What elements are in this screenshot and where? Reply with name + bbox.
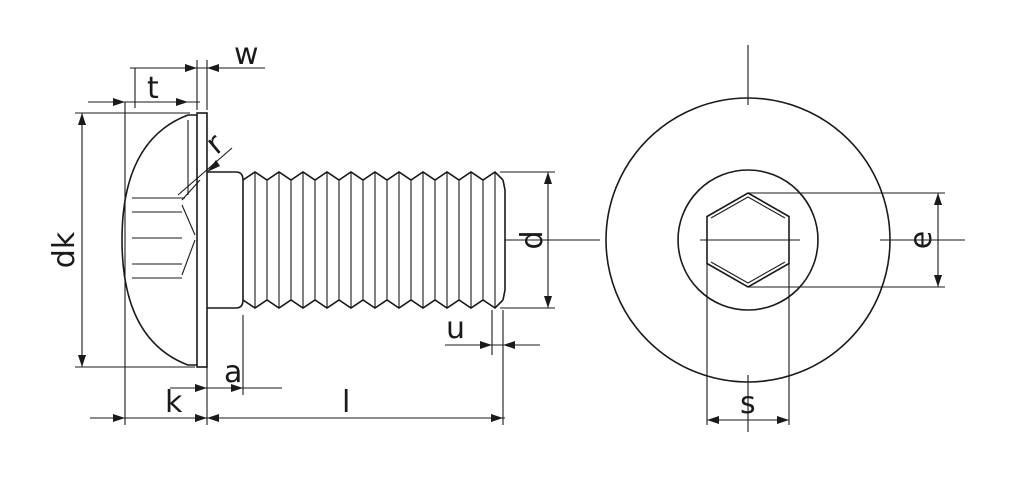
hex-inner-edges: [710, 196, 786, 284]
u-arrow-left: [480, 341, 492, 349]
thread-teeth-top: [242, 170, 504, 181]
side-dimensions: [75, 60, 600, 425]
s-arrow-right: [777, 416, 789, 424]
label-d: d: [515, 230, 550, 249]
dimension-labels: w t r dk d u a k l e s: [47, 37, 939, 421]
a-arrow-right: [231, 384, 243, 392]
label-dk: dk: [47, 231, 82, 268]
label-e: e: [904, 231, 939, 249]
k-arrow-left: [113, 414, 125, 422]
label-l: l: [342, 385, 350, 420]
d-arrow-bottom: [544, 296, 552, 308]
label-s: s: [740, 386, 756, 421]
e-arrow-bottom: [934, 275, 942, 287]
e-arrow-top: [934, 193, 942, 205]
thread-end: [502, 179, 506, 301]
side-view: [121, 112, 506, 368]
label-t: t: [147, 71, 159, 106]
thread-runout: [207, 171, 244, 309]
label-a: a: [224, 355, 242, 390]
t-arrow-right: [176, 98, 188, 106]
k-arrow-right: [195, 414, 207, 422]
r-leader: [177, 147, 233, 196]
thread-crests: [254, 172, 496, 308]
label-u: u: [446, 311, 465, 346]
a-arrow-left: [195, 384, 207, 392]
label-r: r: [199, 126, 231, 161]
d-arrow-top: [544, 172, 552, 184]
socket-recess-circle: [677, 169, 819, 311]
thread-teeth-bottom: [242, 299, 504, 310]
dk-arrow-bottom: [78, 355, 86, 367]
s-arrow-left: [707, 416, 719, 424]
head-dome: [121, 114, 197, 366]
label-w: w: [234, 37, 259, 72]
w-arrow-left: [185, 64, 197, 72]
l-arrow-right: [491, 414, 503, 422]
label-k: k: [165, 385, 183, 420]
top-view: [605, 45, 965, 432]
dk-arrow-top: [78, 113, 86, 125]
l-arrow-left: [207, 414, 219, 422]
socket-hidden-lines: [132, 120, 201, 279]
u-arrow-right: [503, 341, 515, 349]
w-arrow-right: [207, 64, 219, 72]
head-bearing-face: [196, 112, 208, 368]
r-arrow: [207, 160, 220, 172]
t-arrow-left: [113, 98, 125, 106]
